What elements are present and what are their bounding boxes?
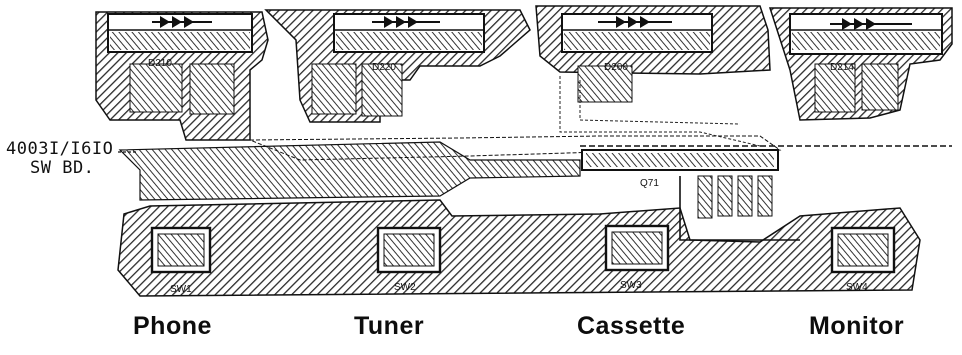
led-ref-d214: D214 <box>830 62 854 73</box>
switch-ref-sw1: SW1 <box>170 284 192 295</box>
caption-tuner: Tuner <box>354 312 425 340</box>
switch-ref-sw3: SW3 <box>620 280 642 291</box>
led-ref-d200: D200 <box>604 62 628 73</box>
board-part-number: 4003I/I6IO <box>6 139 114 159</box>
board-outline <box>580 145 952 241</box>
switch-ref-sw4: SW4 <box>846 282 868 293</box>
caption-phone: Phone <box>133 312 212 340</box>
caption-monitor: Monitor <box>809 312 905 340</box>
copper-region-bottom <box>117 199 921 297</box>
switch-sw2 <box>376 226 442 274</box>
switch-sw3 <box>604 224 670 272</box>
led-ref-d210: D210 <box>148 58 172 69</box>
trace-bundle <box>118 76 782 201</box>
led-module-d210 <box>107 13 253 53</box>
board-name: SW BD. <box>30 158 95 178</box>
led-module-d200 <box>561 13 713 53</box>
led-module-d214 <box>789 13 943 55</box>
board-label: 4003I/I6IO SW BD. <box>6 140 113 178</box>
caption-cassette: Cassette <box>577 312 686 340</box>
led-finger-traces <box>129 63 899 219</box>
led-ref-d220: D220 <box>372 62 396 73</box>
switch-sw1 <box>150 226 212 274</box>
switch-ref-sw2: SW2 <box>394 282 416 293</box>
ic-ref-q71: Q71 <box>640 178 659 189</box>
led-module-d220 <box>333 13 485 53</box>
switch-sw4 <box>830 226 896 274</box>
ic-q71 <box>581 149 779 171</box>
